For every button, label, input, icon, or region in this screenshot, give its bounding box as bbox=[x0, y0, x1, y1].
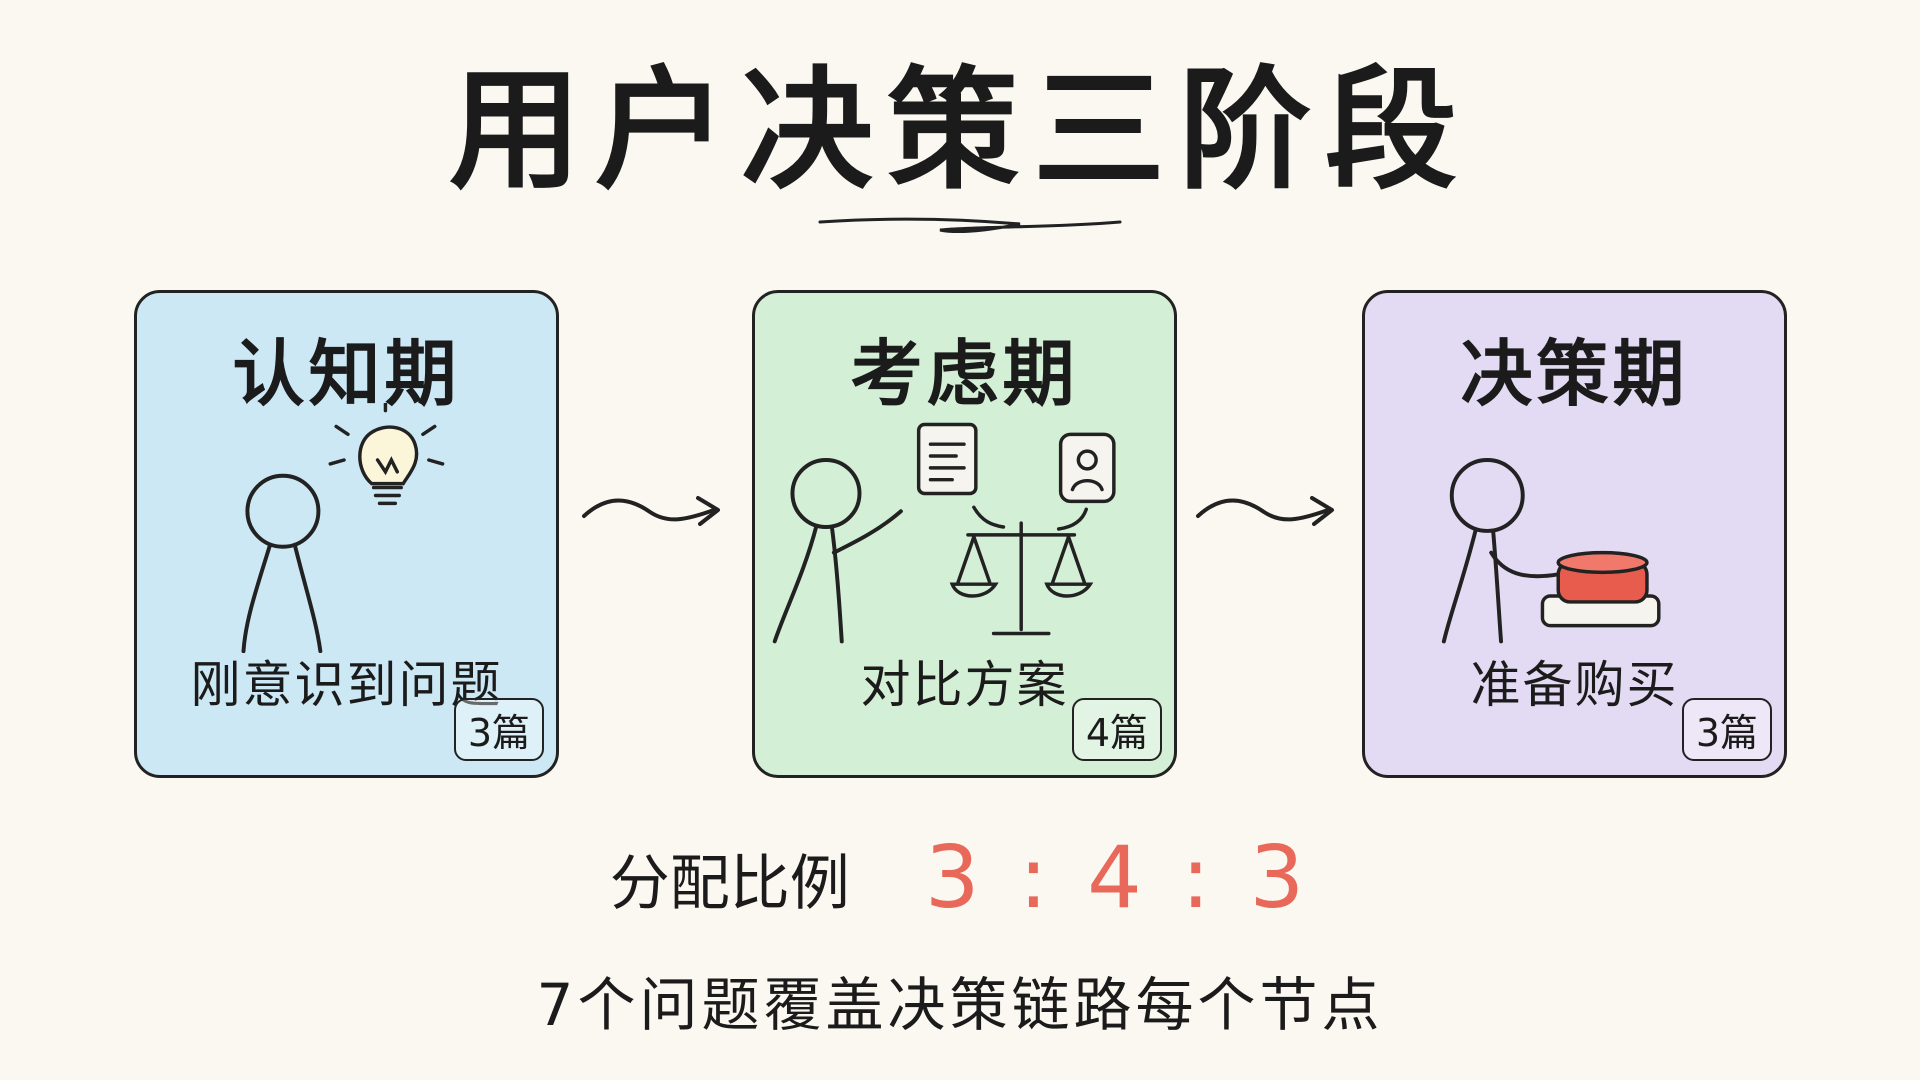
stage-card-awareness: 认知期 刚意识到问题 3篇 bbox=[134, 290, 559, 778]
allocation-ratio: 分配比例 3 : 4 : 3 bbox=[0, 828, 1920, 928]
page-title: 用户决策三阶段 bbox=[449, 54, 1471, 208]
title-underline-squiggle bbox=[818, 217, 1122, 234]
flow-arrow-icon bbox=[582, 496, 720, 526]
article-count-badge: 4篇 bbox=[1071, 698, 1162, 761]
red-button-icon bbox=[1540, 550, 1661, 628]
ratio-label: 分配比例 bbox=[609, 848, 850, 919]
document-icon bbox=[916, 422, 978, 496]
stage-card-consideration: 考虑期 bbox=[752, 290, 1177, 778]
person-pressing-button-illustration bbox=[1441, 458, 1661, 644]
balance-scale-icon bbox=[949, 505, 1094, 636]
stage-title: 认知期 bbox=[232, 332, 461, 416]
person-with-idea-illustration bbox=[241, 403, 445, 653]
lightbulb-icon bbox=[328, 403, 445, 506]
stage-caption: 刚意识到问题 bbox=[190, 656, 503, 714]
stage-title: 决策期 bbox=[1460, 332, 1689, 416]
flow-arrow-icon bbox=[1196, 496, 1334, 526]
person-comparing-options-illustration bbox=[772, 422, 1116, 644]
article-count-badge: 3篇 bbox=[1681, 698, 1772, 761]
footer-summary: 7个问题覆盖决策链路每个节点 bbox=[536, 971, 1384, 1039]
profile-card-icon bbox=[1058, 432, 1116, 504]
ratio-value: 3 : 4 : 3 bbox=[924, 828, 1311, 928]
stage-card-decision: 决策期 准备购买 3篇 bbox=[1362, 290, 1787, 778]
stage-title: 考虑期 bbox=[850, 332, 1079, 416]
stage-caption: 对比方案 bbox=[860, 656, 1069, 714]
stage-caption: 准备购买 bbox=[1470, 656, 1679, 714]
article-count-badge: 3篇 bbox=[453, 698, 544, 761]
